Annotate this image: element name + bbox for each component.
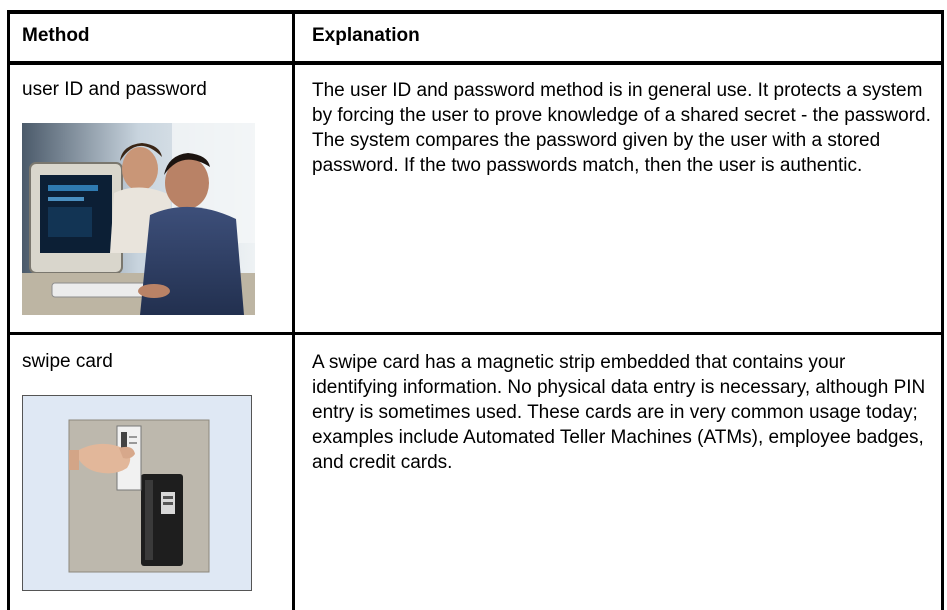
table-row-divider (7, 332, 944, 335)
table-top-rule (7, 10, 944, 14)
row-explanation-user-id-password: The user ID and password method is in ge… (312, 80, 931, 176)
header-method: Method (22, 25, 90, 46)
header-explanation: Explanation (312, 25, 420, 46)
row-method-swipe-card: swipe card (22, 351, 113, 372)
row-explanation-swipe-card: A swipe card has a magnetic strip embedd… (312, 352, 926, 473)
swipe-card-illustration (68, 419, 210, 573)
office-workers-illustration (22, 123, 255, 315)
swipe-card-image (22, 395, 252, 591)
table-right-border (941, 10, 944, 610)
methods-table (7, 10, 944, 610)
office-workers-image (22, 123, 255, 315)
table-column-divider (292, 10, 295, 610)
table-left-border (7, 10, 10, 610)
row-method-user-id-password: user ID and password (22, 79, 207, 100)
table-header-rule (7, 61, 944, 65)
